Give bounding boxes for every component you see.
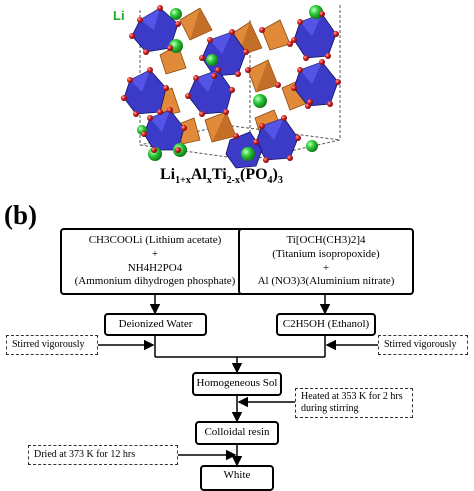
homogeneous-sol-box: Homogeneous Sol — [192, 372, 282, 396]
precursor-box-left: CH3COOLi (Lithium acetate) + NH4H2PO4 (A… — [60, 228, 250, 295]
colloidal-resin-box: Colloidal resin — [195, 421, 279, 445]
precursor-box-right: Ti[OCH(CH3)2]4 (Titanium isopropoxide) +… — [238, 228, 414, 295]
ethanol-box: C2H5OH (Ethanol) — [276, 313, 376, 336]
deionized-water-box: Deionized Water — [104, 313, 207, 336]
stirred-note-left: Stirred vigorously — [6, 335, 98, 355]
stirred-note-right: Stirred vigorously — [378, 335, 468, 355]
crystal-structure-image — [121, 5, 341, 169]
dried-note: Dried at 373 K for 12 hrs — [28, 445, 178, 465]
crystal-formula: Li1+xAlxTi2-x(PO4)3 — [160, 166, 283, 187]
white-product-box: White — [200, 465, 274, 491]
heated-note: Heated at 353 K for 2 hrs during stirrin… — [295, 388, 413, 418]
flowchart-arrows — [97, 295, 379, 467]
li-label: Li — [113, 8, 125, 23]
panel-b-label: (b) — [4, 200, 37, 230]
